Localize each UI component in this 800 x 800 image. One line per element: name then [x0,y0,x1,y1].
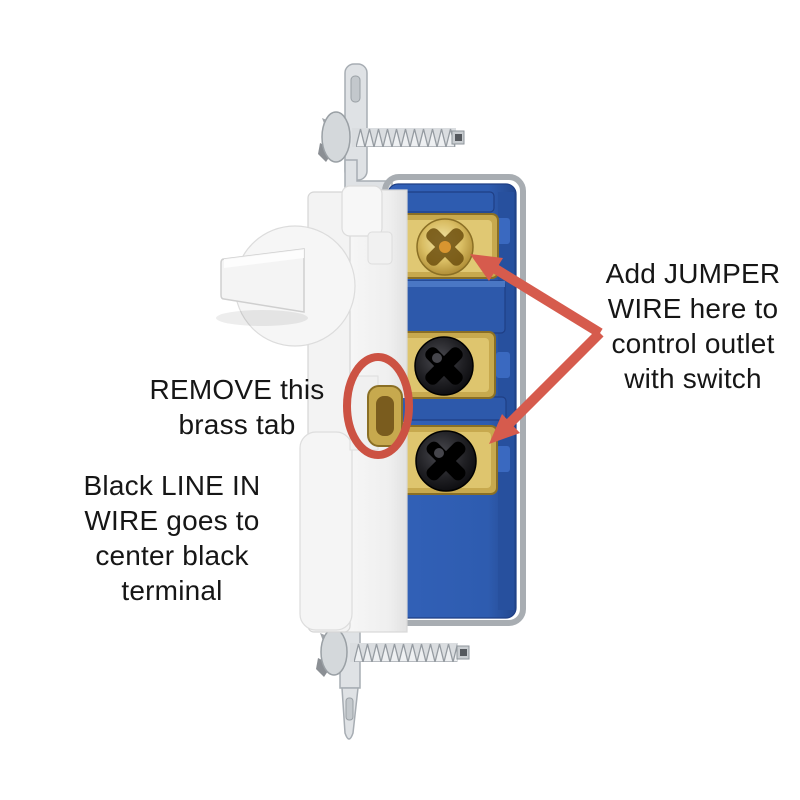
remove-ellipse-marker [343,353,413,459]
blue-divider-highlight [383,281,505,287]
screw-tip-core [455,134,462,141]
note-line: WIRE here to [607,293,779,324]
screw-highlight [434,448,444,458]
brass-terminal-top [390,213,499,279]
note-line: center black [95,540,249,571]
white-top-step [341,185,383,237]
brass-screw-center [439,241,451,253]
device-blue-body [381,183,517,619]
black-terminal-bottom [390,425,498,495]
screw-tip-core [460,649,467,656]
note-line: Black LINE IN [83,470,261,501]
note-line: WIRE goes to [84,505,260,536]
note-line: brass tab [178,409,296,440]
top-mounting-strap [318,63,465,191]
mounting-screw-head-icon [321,111,351,163]
screw-threads [354,642,457,662]
note-line: REMOVE this [149,374,325,405]
screw-threads [356,127,455,147]
remove-brass-tab-note: REMOVE this brass tab [122,372,352,442]
black-terminal-middle [390,331,496,399]
toggle-shadow [216,310,308,326]
note-line: Add JUMPER [605,258,781,289]
black-line-in-note: Black LINE IN WIRE goes to center black … [52,468,292,608]
note-line: with switch [624,363,762,394]
arrow-to-bottom-terminal [489,329,604,444]
brass-tab-slot [376,396,394,436]
white-small-step [367,231,393,265]
note-line: terminal [121,575,223,606]
arrow-shaft [505,329,604,428]
arrow-shaft [491,263,603,338]
strap-slot-hole [350,75,361,103]
strap-slot-hole [345,697,354,721]
annotation-graphics [343,254,604,459]
white-bottom-bump [299,431,353,631]
note-line: control outlet [611,328,775,359]
screw-highlight [432,353,442,363]
toggle-top-face [224,249,304,268]
blue-rib-notch [496,218,510,244]
arrow-head-icon [489,414,520,444]
blue-rib-notch [496,352,510,378]
jumper-wire-note: Add JUMPER WIRE here to control outlet w… [583,256,800,396]
arrow-to-brass-terminal [470,254,603,338]
mounting-screw-head-icon [320,628,348,676]
arrow-head-icon [470,254,503,281]
blue-rib-notch [496,446,510,472]
